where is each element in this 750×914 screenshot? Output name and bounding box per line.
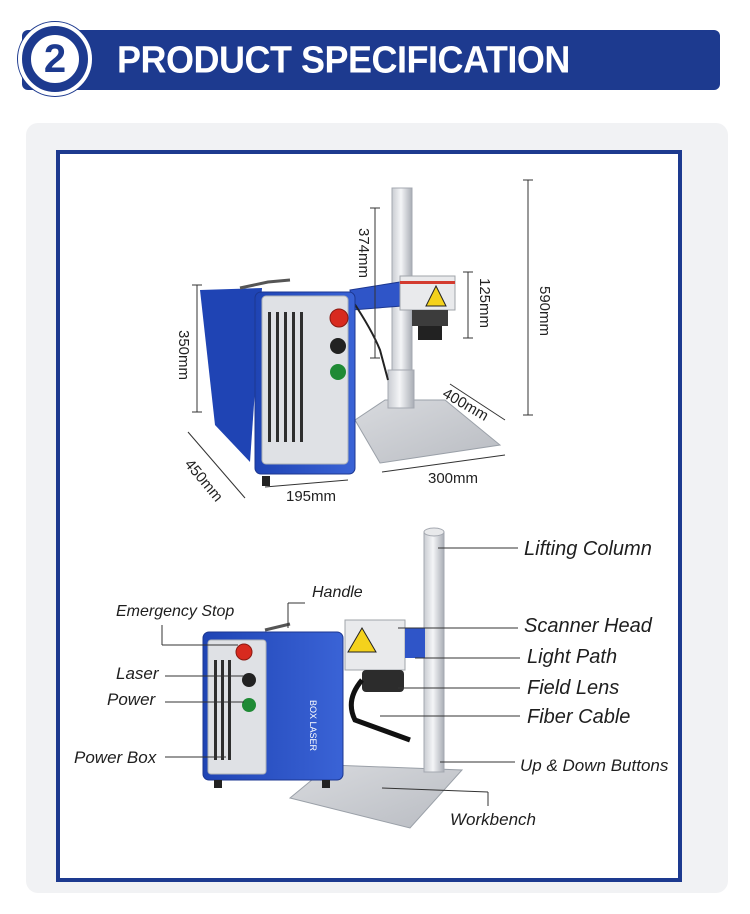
label-light-path: Light Path	[527, 646, 618, 668]
dim-total-height: 590mm	[536, 286, 553, 337]
label-power: Power	[107, 690, 156, 709]
header-banner: PRODUCT SPECIFICATION	[22, 30, 720, 90]
label-field-lens: Field Lens	[527, 677, 620, 699]
dim-scanner-head-height: 125mm	[476, 278, 493, 329]
top-workbench	[354, 399, 502, 464]
top-arm	[349, 281, 403, 311]
page-title: PRODUCT SPECIFICATION	[117, 37, 570, 81]
dim-power-box-width: 195mm	[286, 488, 337, 505]
top-machine	[187, 179, 533, 499]
svg-text:BOX LASER: BOX LASER	[308, 700, 318, 752]
label-workbench: Workbench	[450, 810, 536, 829]
bottom-column	[423, 531, 445, 773]
bottom-workbench	[288, 764, 464, 829]
label-lifting-column: Lifting Column	[524, 538, 652, 560]
dim-base-width: 300mm	[428, 470, 479, 487]
label-power-box: Power Box	[74, 748, 157, 767]
step-badge: 2	[18, 22, 92, 96]
label-fiber-cable: Fiber Cable	[527, 706, 631, 728]
label-emergency-stop: Emergency Stop	[116, 603, 235, 620]
top-box-side	[200, 288, 262, 462]
dim-column-height: 374mm	[355, 228, 372, 279]
dim-power-box-height: 350mm	[175, 330, 192, 381]
bottom-machine: BOX LASER	[161, 527, 520, 829]
step-number: 2	[28, 32, 82, 86]
spec-frame	[56, 150, 682, 882]
label-laser: Laser	[116, 664, 159, 683]
label-scanner-head: Scanner Head	[524, 615, 652, 637]
bottom-field-lens	[362, 670, 404, 692]
label-up-down-buttons: Up & Down Buttons	[520, 756, 669, 775]
label-handle: Handle	[312, 584, 363, 601]
